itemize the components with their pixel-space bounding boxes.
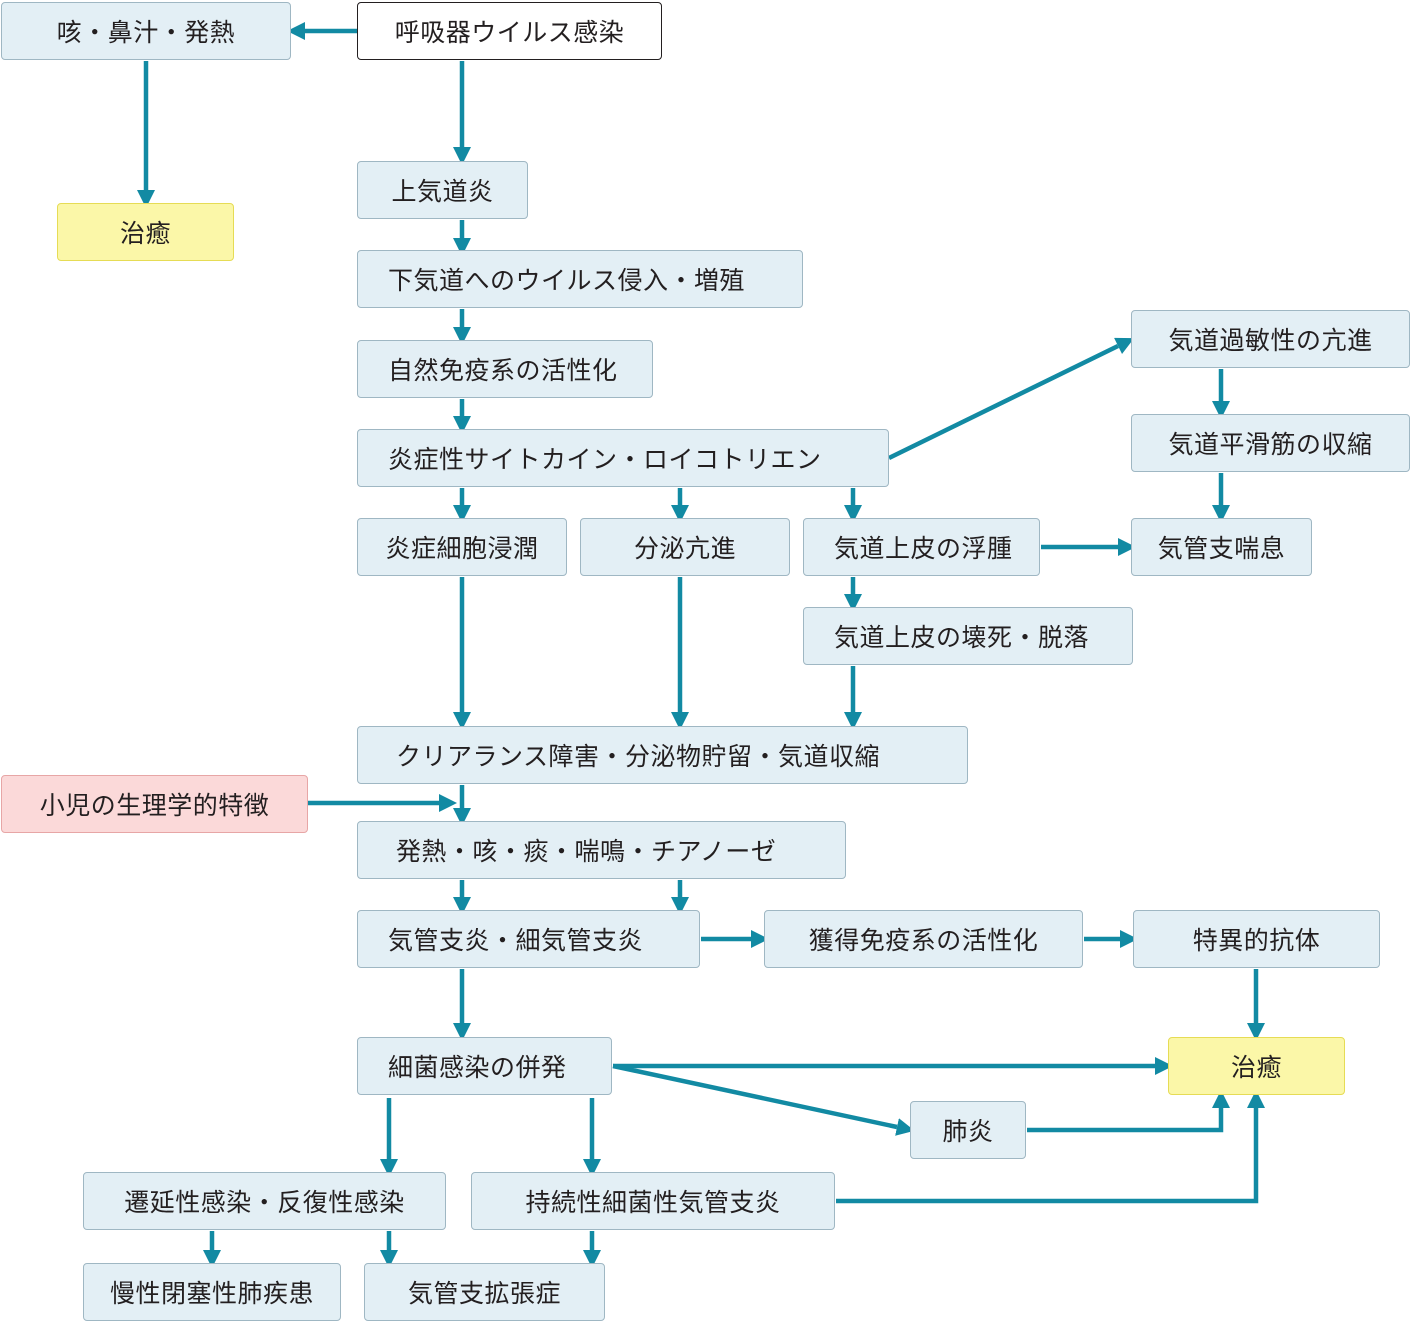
node-bronchitis: 気管支炎・細気管支炎: [357, 910, 700, 968]
node-cure-2: 治癒: [1168, 1037, 1345, 1095]
node-cell-infiltration: 炎症細胞浸潤: [357, 518, 567, 576]
node-upper-airway: 上気道炎: [357, 161, 528, 219]
node-adaptive-immune: 獲得免疫系の活性化: [764, 910, 1083, 968]
arrow-cytokines-to-hyperresp: [888, 337, 1135, 461]
node-bronchiectasis: 気管支拡張症: [364, 1263, 605, 1321]
node-symptoms-mild: 咳・鼻汁・発熱: [1, 2, 291, 60]
node-secretion: 分泌亢進: [580, 518, 790, 576]
node-hyperresponsiveness: 気道過敏性の亢進: [1131, 310, 1410, 368]
node-prolonged-infection: 遷延性感染・反復性感染: [83, 1172, 446, 1230]
node-edema: 気道上皮の浮腫: [803, 518, 1040, 576]
node-bacterial-infection: 細菌感染の併発: [357, 1037, 612, 1095]
node-persistent-bronchitis: 持続性細菌性気管支炎: [471, 1172, 835, 1230]
node-innate-immune: 自然免疫系の活性化: [357, 340, 653, 398]
node-start: 呼吸器ウイルス感染: [357, 2, 662, 60]
node-cure-1: 治癒: [57, 203, 234, 261]
node-necrosis: 気道上皮の壊死・脱落: [803, 607, 1133, 665]
node-copd: 慢性閉塞性肺疾患: [83, 1263, 341, 1321]
arrow-pneumonia-to-cure: [1027, 1090, 1230, 1133]
node-symptoms-severe: 発熱・咳・痰・喘鳴・チアノーゼ: [357, 821, 846, 879]
arrow-persistent-to-cure: [836, 1090, 1265, 1204]
node-clearance: クリアランス障害・分泌物貯留・気道収縮: [357, 726, 968, 784]
node-child-traits: 小児の生理学的特徴: [1, 775, 308, 833]
node-lower-invasion: 下気道へのウイルス侵入・増殖: [357, 250, 803, 308]
node-cytokines: 炎症性サイトカイン・ロイコトリエン: [357, 429, 889, 487]
node-antibody: 特異的抗体: [1133, 910, 1380, 968]
node-smooth-muscle: 気道平滑筋の収縮: [1131, 414, 1410, 472]
node-bronchial-asthma: 気管支喘息: [1131, 518, 1312, 576]
node-pneumonia: 肺炎: [910, 1101, 1026, 1159]
arrow-bacterial-to-pneumonia: [612, 1063, 915, 1136]
